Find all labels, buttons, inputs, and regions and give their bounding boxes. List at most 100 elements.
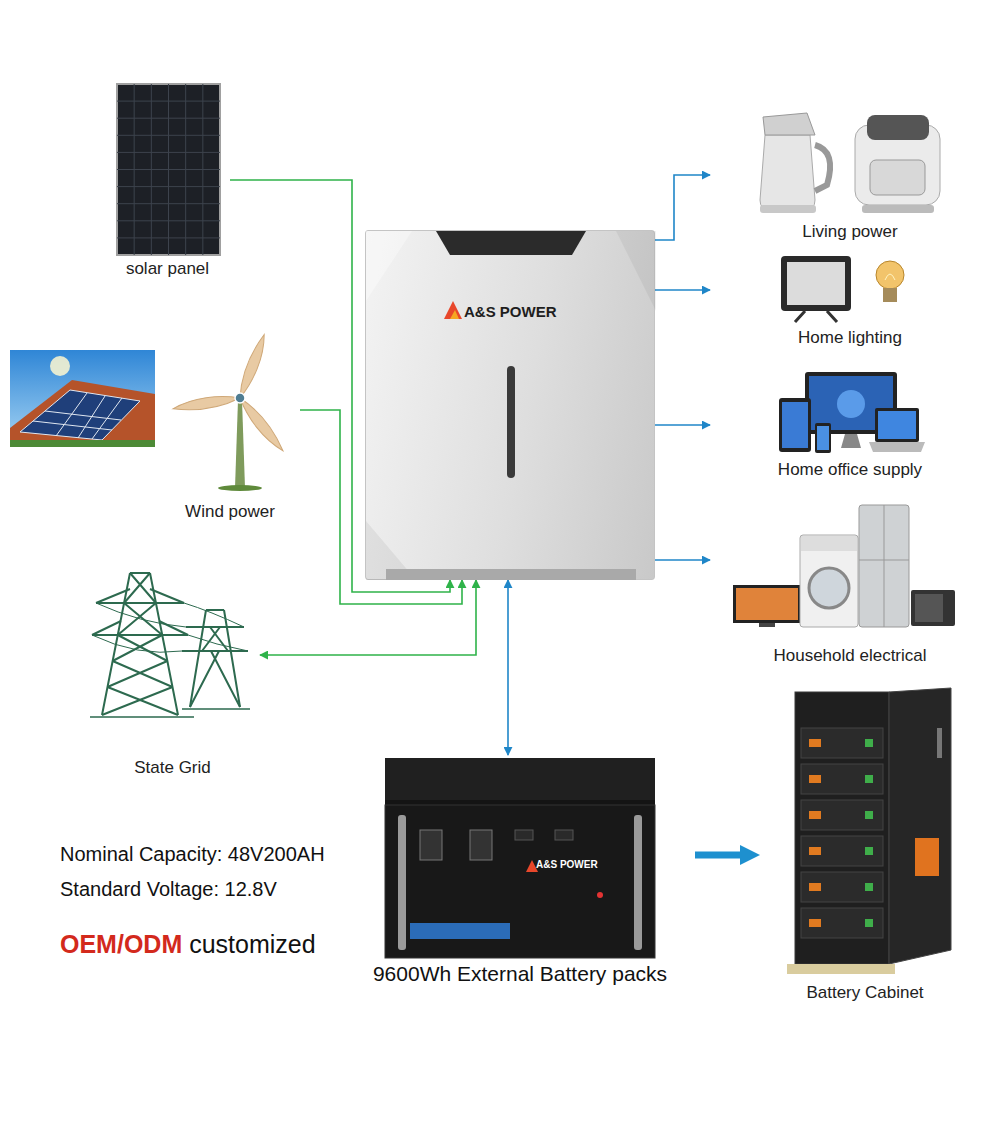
device-label: Wind power — [160, 502, 300, 522]
device-illustration — [765, 688, 965, 1006]
illustration-part — [809, 739, 821, 747]
illustration-part — [117, 237, 220, 238]
spec-text: Nominal Capacity: 48V200AH — [60, 843, 325, 866]
device-node: State Grid — [85, 565, 260, 780]
illustration-part — [865, 775, 873, 783]
illustration-part — [859, 505, 909, 627]
power-line — [260, 580, 476, 655]
illustration-part — [92, 589, 188, 635]
illustration-part — [815, 423, 831, 453]
illustration-part — [436, 231, 586, 255]
device-node: Household electrical — [710, 500, 990, 670]
power-line — [655, 289, 710, 291]
illustration-part — [117, 169, 220, 170]
illustration-part — [937, 728, 942, 758]
illustration-part — [124, 573, 156, 603]
illustration-part — [736, 588, 798, 620]
illustration-part — [108, 661, 173, 687]
storage-unit: A&S POWER — [365, 230, 655, 580]
power-line — [655, 559, 710, 561]
illustration-part — [515, 830, 533, 840]
illustration-part — [859, 560, 909, 561]
illustration-part — [385, 758, 655, 958]
illustration-part — [869, 442, 925, 452]
illustration-part — [867, 115, 929, 140]
illustration-part — [809, 775, 821, 783]
device-label: solar panel — [105, 259, 230, 279]
illustration-part — [398, 815, 406, 950]
power-line — [655, 175, 710, 240]
illustration-part — [236, 333, 269, 401]
illustration-part — [385, 758, 655, 800]
illustration-part — [782, 402, 808, 448]
illustration-part — [385, 805, 655, 958]
illustration-part — [763, 113, 815, 135]
illustration-part — [117, 84, 220, 255]
illustration-part — [865, 883, 873, 891]
illustration-part — [235, 395, 287, 454]
illustration-part — [809, 847, 821, 855]
illustration-part — [801, 536, 857, 551]
illustration-part — [190, 627, 240, 707]
logo-text: A&S POWER — [536, 859, 598, 871]
illustration-part — [50, 356, 70, 376]
illustration-part — [20, 390, 140, 440]
device-node: Living power — [710, 105, 990, 245]
power-line — [655, 424, 710, 426]
illustration-part — [420, 830, 442, 860]
illustration-part — [837, 390, 865, 418]
illustration-part — [875, 408, 919, 442]
illustration-part — [450, 310, 459, 319]
device-node: A&S POWER 9600Wh External Battery packs — [345, 755, 695, 990]
illustration-part — [795, 311, 837, 322]
illustration-part — [800, 535, 858, 627]
illustration-part — [760, 135, 815, 210]
illustration-part — [102, 687, 178, 715]
illustration-part — [386, 569, 636, 580]
illustration-part — [884, 505, 885, 627]
illustration-part — [885, 274, 895, 280]
illustration-part — [117, 152, 220, 153]
illustration-part — [809, 883, 821, 891]
illustration-part — [865, 811, 873, 819]
illustration-part — [218, 485, 262, 491]
oem-note: customized — [189, 930, 315, 959]
illustration-part — [801, 764, 883, 794]
illustration-part — [56, 393, 87, 436]
device-label: Home office supply — [710, 460, 990, 480]
illustration-part — [801, 872, 883, 902]
illustration-part — [779, 398, 811, 452]
device-node: Wind power — [160, 330, 300, 525]
illustration-part — [10, 380, 155, 447]
illustration-part — [795, 692, 889, 964]
logo-text: A&S POWER — [464, 303, 557, 320]
illustration-part — [117, 135, 220, 136]
illustration-part — [555, 830, 573, 840]
device-label: Home lighting — [710, 328, 990, 348]
device-label: 9600Wh External Battery packs — [345, 962, 695, 986]
illustration-part — [760, 205, 816, 213]
illustration-part — [878, 411, 916, 439]
illustration-part — [634, 815, 642, 950]
illustration-part — [801, 728, 883, 758]
illustration-part — [597, 892, 603, 898]
illustration-part — [117, 203, 220, 204]
illustration-part — [889, 688, 951, 964]
illustration-part — [801, 908, 883, 938]
device-label: Household electrical — [710, 646, 990, 666]
device-label: State Grid — [85, 758, 260, 778]
illustration-part — [915, 838, 939, 876]
illustration-part — [911, 590, 955, 626]
illustration-part — [865, 739, 873, 747]
illustration-part — [78, 396, 105, 438]
illustration-part — [172, 392, 241, 414]
illustration-part — [817, 426, 829, 450]
illustration-part — [90, 573, 250, 717]
illustration-part — [801, 800, 883, 830]
illustration-part — [883, 288, 897, 302]
illustration-part — [841, 434, 861, 448]
illustration-part — [801, 836, 883, 866]
illustration-part — [117, 186, 220, 187]
device-illustration — [90, 565, 255, 780]
illustration-part — [865, 919, 873, 927]
